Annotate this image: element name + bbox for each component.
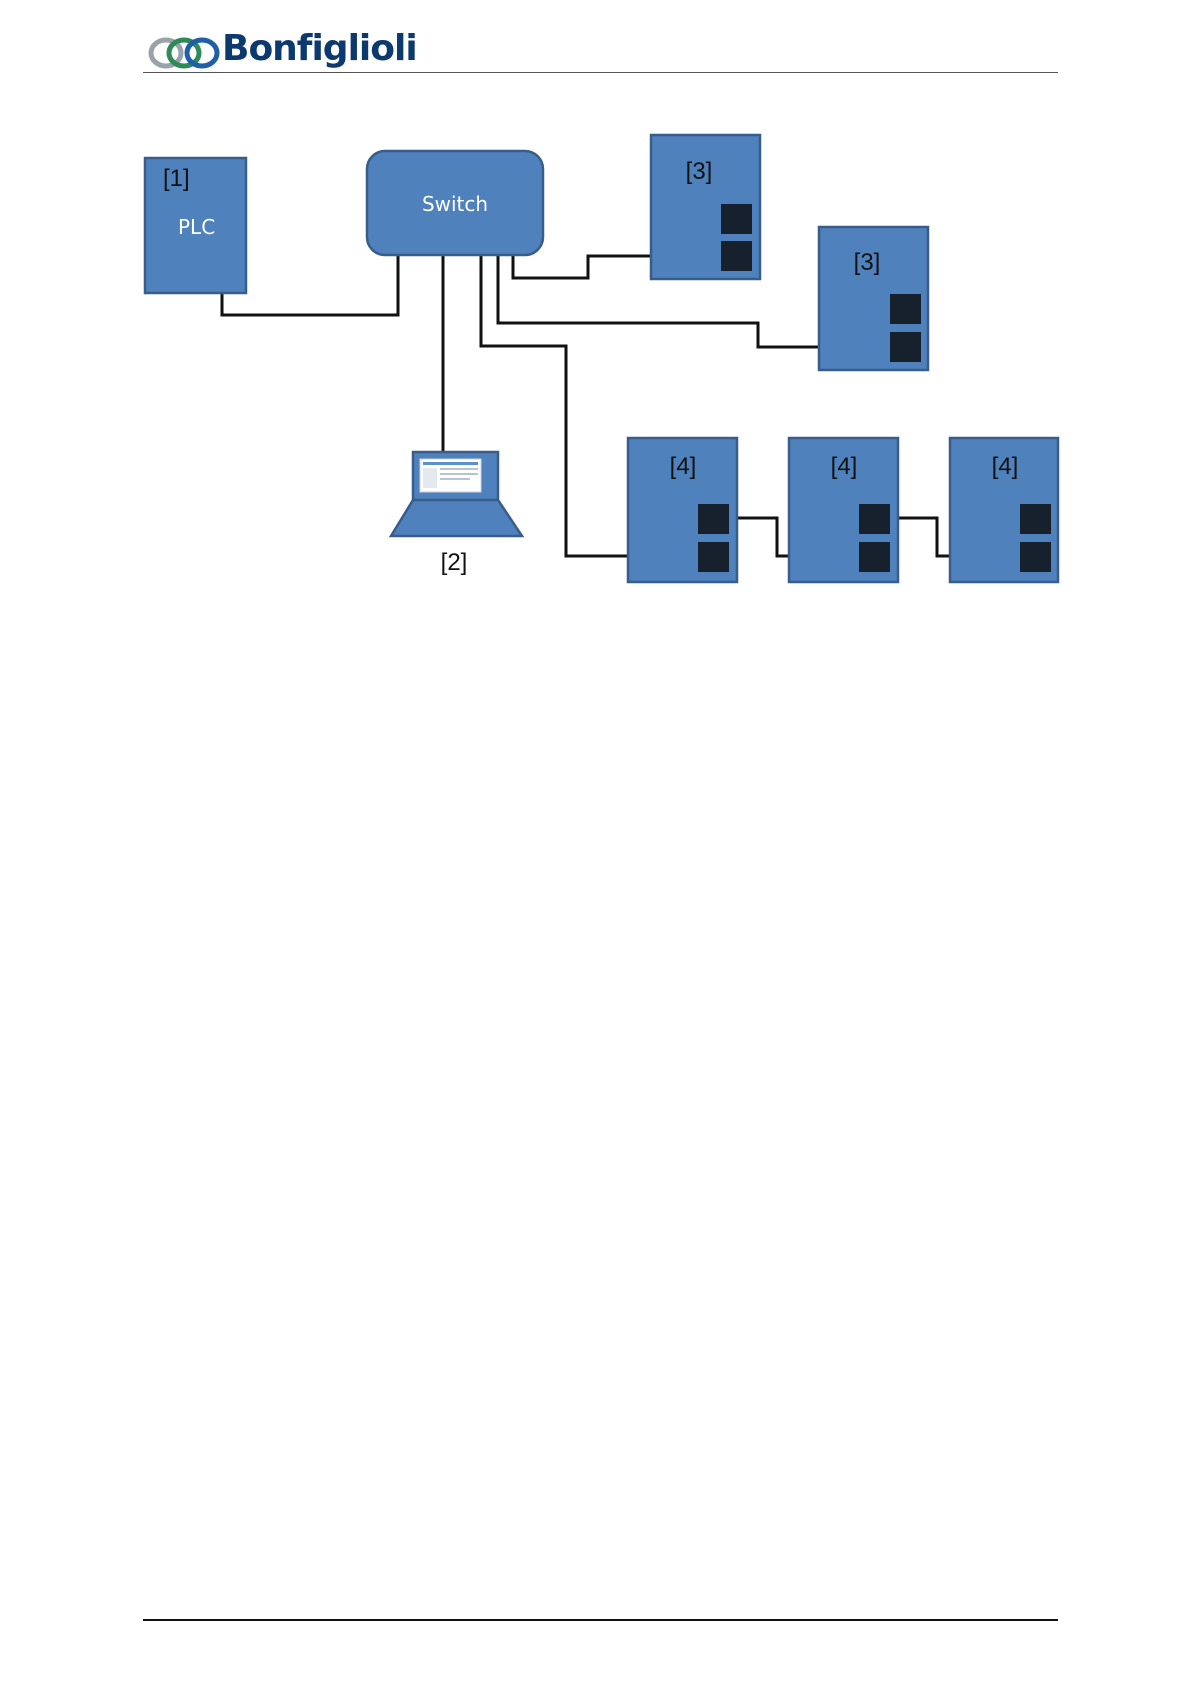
plc-device: [1] PLC: [145, 158, 246, 293]
device-3a-port-2: [721, 241, 752, 271]
plc-label: PLC: [178, 215, 215, 239]
device-3b-port-2: [890, 332, 921, 362]
network-switch: Switch: [367, 151, 543, 255]
device-4c-port-2: [1020, 542, 1051, 572]
device-4c-marker: [4]: [992, 453, 1019, 480]
laptop-base: [391, 500, 522, 536]
device-3b-port-1: [890, 294, 921, 324]
device-3a-marker: [3]: [686, 158, 713, 185]
plc-marker: [1]: [163, 165, 190, 192]
device-3a-port-1: [721, 204, 752, 234]
device-3b: [3]: [819, 227, 928, 370]
device-4a-port-1: [698, 504, 729, 534]
laptop-icon: [2]: [391, 452, 522, 576]
device-3a: [3]: [651, 135, 760, 279]
device-4b-port-1: [859, 504, 890, 534]
device-3b-marker: [3]: [854, 249, 881, 276]
device-4b-marker: [4]: [831, 453, 858, 480]
footer-rule: [143, 1619, 1058, 1621]
device-4a-marker: [4]: [670, 453, 697, 480]
device-4c-port-1: [1020, 504, 1051, 534]
device-4b-port-2: [859, 542, 890, 572]
switch-label: Switch: [422, 192, 488, 216]
device-4b: [4]: [789, 438, 898, 582]
device-4a-port-2: [698, 542, 729, 572]
device-4a: [4]: [628, 438, 737, 582]
device-4c: [4]: [950, 438, 1058, 582]
wire-plc-switch: [222, 255, 398, 315]
laptop-marker: [2]: [441, 549, 468, 576]
